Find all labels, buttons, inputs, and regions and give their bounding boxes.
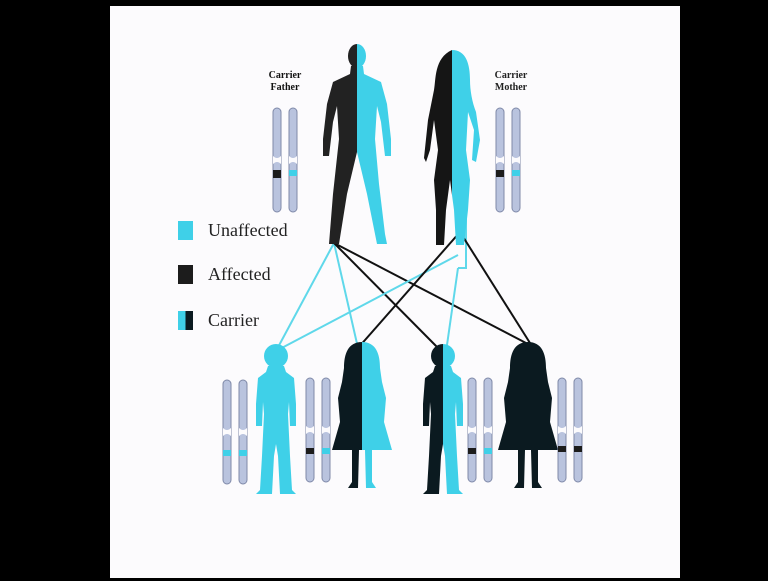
line-mother-child2 [358,232,460,348]
father-label-line1: Carrier [260,70,310,82]
mother-label: Carrier Mother [486,70,536,94]
legend-item-carrier: Carrier [178,308,338,332]
line-father-child3 [334,243,442,352]
father-label-line2: Father [260,82,310,94]
child-2-carrier-girl [332,342,392,488]
child-4-chromosomes [558,378,582,482]
slide: Carrier Father Carrier Mother Unaffected… [110,6,680,578]
mother-label-line1: Carrier [486,70,536,82]
father-chromosomes [273,108,297,212]
child-2-chromosomes [306,378,330,482]
legend-item-affected: Affected [178,262,338,286]
unaffected-swatch [178,221,193,240]
affected-swatch [178,265,193,284]
legend-item-unaffected: Unaffected [178,218,338,242]
carrier-swatch [178,311,193,330]
child-1-chromosomes [223,380,247,484]
legend-label-unaffected: Unaffected [208,218,288,242]
father-label: Carrier Father [260,70,310,94]
line-father-child4 [334,243,526,343]
line-father-child2 [334,243,358,348]
child-1-unaffected-boy [256,344,296,494]
father-figure [323,44,391,244]
mother-figure [424,50,480,245]
child-3-chromosomes [468,378,492,482]
legend-label-carrier: Carrier [208,308,259,332]
mother-chromosomes [496,108,520,212]
child-4-affected-girl [498,342,558,488]
child-3-carrier-boy [423,344,463,494]
inheritance-diagram [110,6,680,578]
line-mother-child3 [446,268,458,352]
legend-label-affected: Affected [208,262,271,286]
mother-label-line2: Mother [486,82,536,94]
